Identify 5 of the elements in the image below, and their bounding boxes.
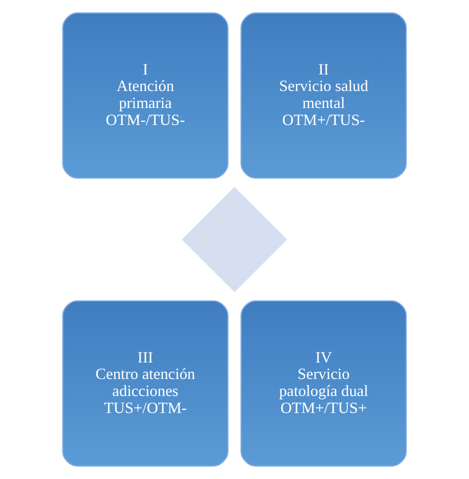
node-box: I Atención primaria OTM-/TUS- <box>62 12 228 179</box>
node-box: III Centro atención adicciones TUS+/OTM- <box>62 300 228 467</box>
node-box: II Servicio salud mental OTM+/TUS- <box>240 12 407 179</box>
node-box: IV Servicio patología dual OTM+/TUS+ <box>240 300 407 467</box>
node-diamond <box>182 186 288 292</box>
